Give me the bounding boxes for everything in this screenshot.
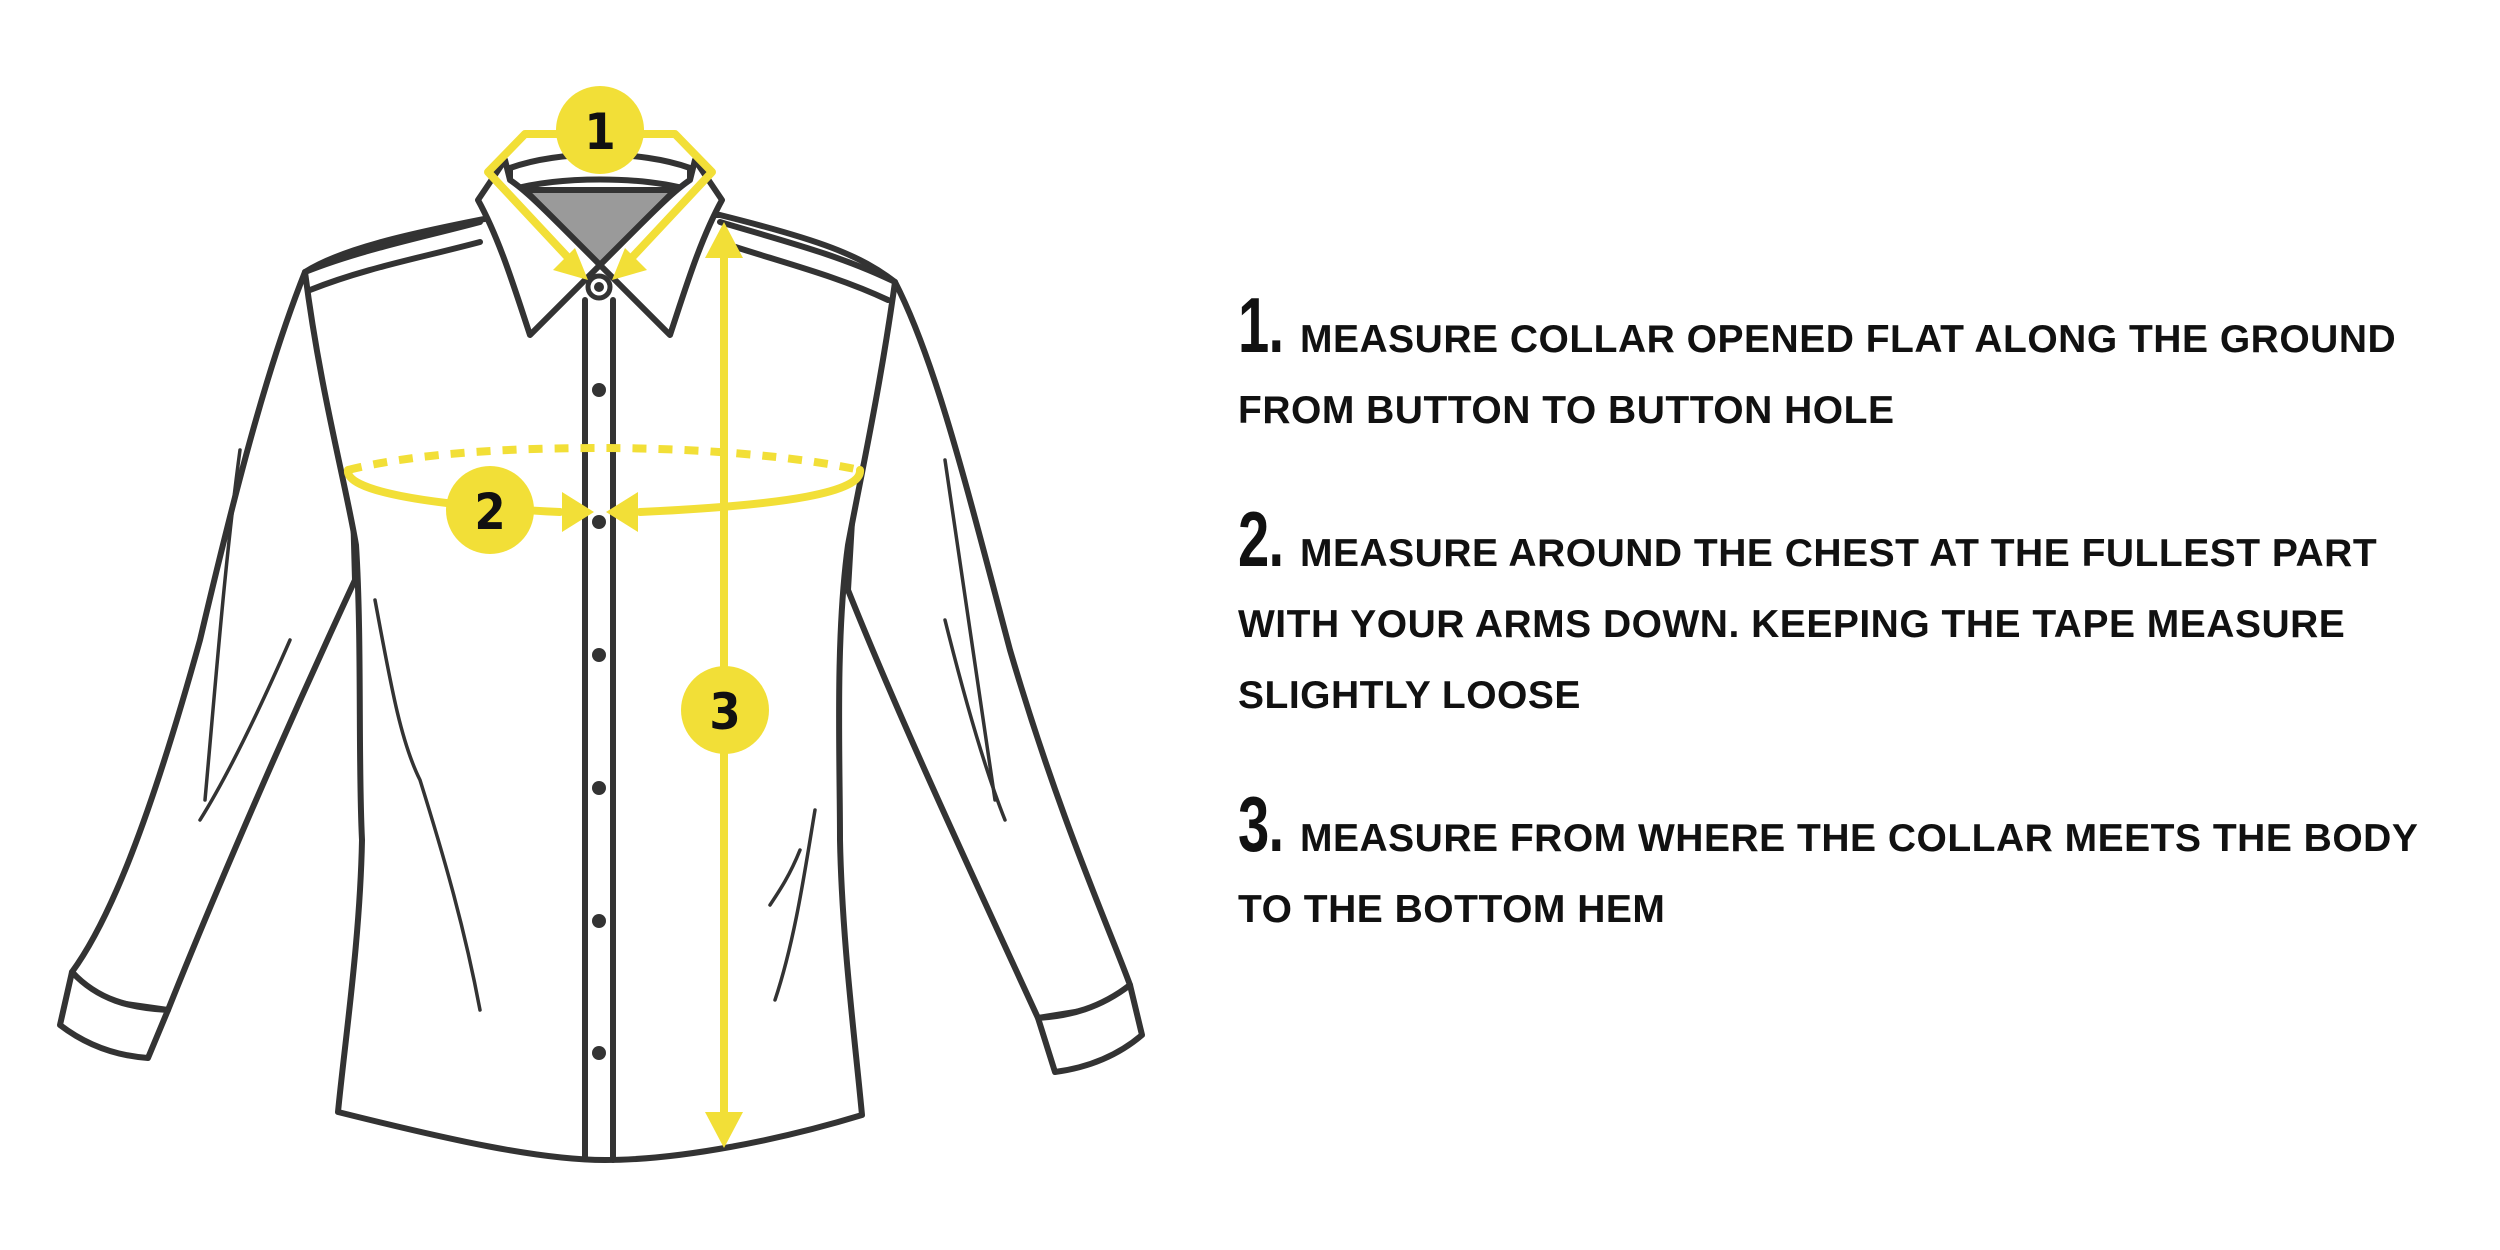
- button: [592, 914, 606, 928]
- chest-arrowhead-right: [606, 492, 638, 532]
- right-shoulder-seam: [717, 219, 898, 285]
- step-text: MEASURE COLLAR OPENED FLAT ALONG THE GRO…: [1238, 318, 2397, 432]
- badge-label-length: 3: [709, 683, 740, 741]
- button: [592, 1046, 606, 1060]
- badge-label-collar: 1: [584, 103, 615, 161]
- collar-arrowhead-right: [612, 248, 647, 280]
- step-text: MEASURE FROM WHERE THE COLLAR MEETS THE …: [1238, 817, 2418, 931]
- instruction-step: 2.MEASURE AROUND THE CHEST AT THE FULLES…: [1238, 495, 2478, 731]
- right-cuff: [1035, 982, 1145, 1075]
- left-cuff: [57, 969, 171, 1061]
- fold-line: [943, 458, 997, 802]
- step-number: 3.: [1238, 780, 1284, 868]
- fold-line: [943, 618, 1007, 822]
- collar-button-dot: [594, 282, 604, 292]
- badge-chest: 2: [446, 466, 534, 554]
- badge-label-chest: 2: [474, 483, 505, 541]
- badge-length: 3: [681, 666, 769, 754]
- measurement-instructions: 1.MEASURE COLLAR OPENED FLAT ALONG THE G…: [1238, 281, 2478, 1003]
- step-text: MEASURE AROUND THE CHEST AT THE FULLEST …: [1238, 532, 2378, 717]
- button: [592, 781, 606, 795]
- measurement-overlay: 1 2 3: [344, 86, 864, 1148]
- fold-line: [768, 848, 802, 907]
- fold-line: [773, 808, 817, 1002]
- button: [592, 648, 606, 662]
- left-sleeve: [69, 269, 358, 1013]
- shirt-illustration: [57, 151, 1145, 1163]
- right-yoke-seam: [717, 239, 891, 303]
- left-yoke-seam: [307, 239, 483, 293]
- fold-line: [198, 638, 292, 822]
- collar-measure-line: [484, 130, 579, 269]
- instruction-step: 3.MEASURE FROM WHERE THE COLLAR MEETS TH…: [1238, 780, 2478, 945]
- chest-measure-front-right: [636, 466, 864, 516]
- length-arrowhead-bottom: [705, 1112, 743, 1148]
- length-arrowhead-top: [705, 222, 743, 258]
- collar-left: [475, 157, 603, 338]
- collar-right: [597, 157, 725, 338]
- shirt-measurement-diagram: 1 2 3: [57, 86, 1145, 1163]
- chest-measure-back: [347, 443, 861, 474]
- step-number: 2.: [1238, 495, 1284, 583]
- left-shoulder-seam: [302, 219, 483, 275]
- chest-arrowhead-left: [562, 492, 594, 532]
- badge-collar: 1: [556, 86, 644, 174]
- fold-line: [203, 448, 242, 802]
- collar-arrowhead-left: [553, 248, 588, 280]
- instruction-step: 1.MEASURE COLLAR OPENED FLAT ALONG THE G…: [1238, 281, 2478, 446]
- button: [592, 383, 606, 397]
- right-sleeve: [845, 279, 1133, 1021]
- button: [592, 515, 606, 529]
- collar-measure-line: [621, 130, 716, 269]
- fold-line: [373, 598, 482, 1012]
- step-number: 1.: [1238, 281, 1284, 369]
